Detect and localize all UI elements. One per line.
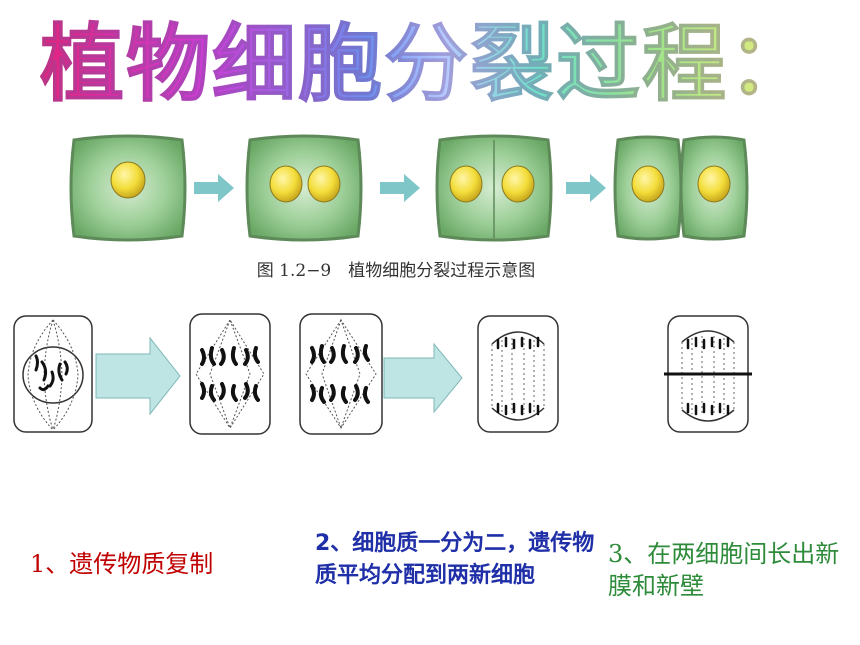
step-2-label: 2、细胞质一分为二，遗传物质平均分配到两新细胞 [315, 531, 595, 588]
mitosis-cell-metaphase [189, 313, 271, 435]
mitosis-cell-prophase [13, 315, 93, 433]
cell-stage-2 [245, 134, 363, 242]
cell-stage-4 [613, 135, 749, 241]
step-3-label: 3、在两细胞间长出新膜和新壁 [608, 540, 840, 600]
mitosis-cell-anaphase [299, 313, 383, 435]
arrow-icon [383, 342, 463, 414]
arrow-icon [194, 174, 234, 202]
figure-caption: 图 1.2−9 植物细胞分裂过程示意图 [256, 261, 536, 281]
mitosis-illustration [13, 313, 752, 435]
cell-stage-1 [69, 134, 187, 242]
cell-stage-3 [435, 134, 553, 242]
arrow-icon [95, 336, 181, 416]
step-1-label: 1、遗传物质复制 [30, 550, 214, 578]
page-title: 植物细胞分裂过程： [40, 14, 820, 114]
cell-division-illustration [69, 134, 749, 242]
mitosis-cell-telophase [477, 315, 559, 433]
arrow-icon [566, 174, 606, 202]
mitosis-cell-cytokinesis [664, 315, 752, 433]
arrow-icon [380, 174, 420, 202]
